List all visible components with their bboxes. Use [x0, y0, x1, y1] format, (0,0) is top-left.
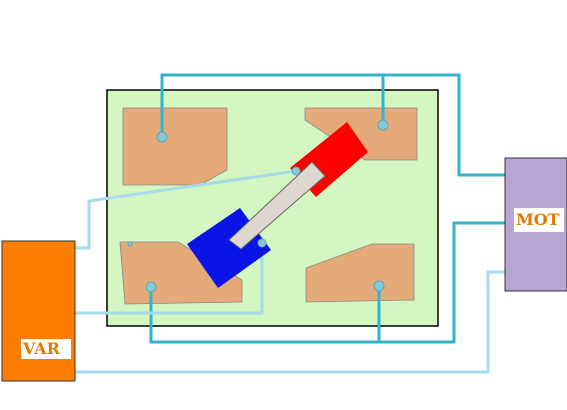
pad-top-right: [304, 107, 418, 161]
terminal-top-left: [156, 131, 168, 143]
wire-bottom-to-motor: [149, 221, 505, 344]
wire-red-to-variator: [75, 169, 297, 250]
pad-bottom-right: [305, 243, 415, 303]
terminal-bottom-right: [373, 280, 385, 292]
terminal-red: [291, 166, 301, 176]
switch-arm: [228, 161, 326, 250]
motor-label: MOT: [514, 208, 564, 232]
terminal-blue: [257, 238, 267, 248]
wire-blue-to-variator: [75, 243, 264, 315]
terminal-top-right: [377, 119, 389, 131]
variator-box: [1, 240, 76, 382]
variator-label: VAR: [21, 339, 71, 359]
wire-top-to-motor: [162, 73, 505, 177]
wire-variator-to-motor: [75, 270, 505, 374]
terminal-bottom-left: [145, 281, 157, 293]
terminal-small-left: [127, 241, 133, 247]
pad-top-left: [122, 107, 228, 186]
